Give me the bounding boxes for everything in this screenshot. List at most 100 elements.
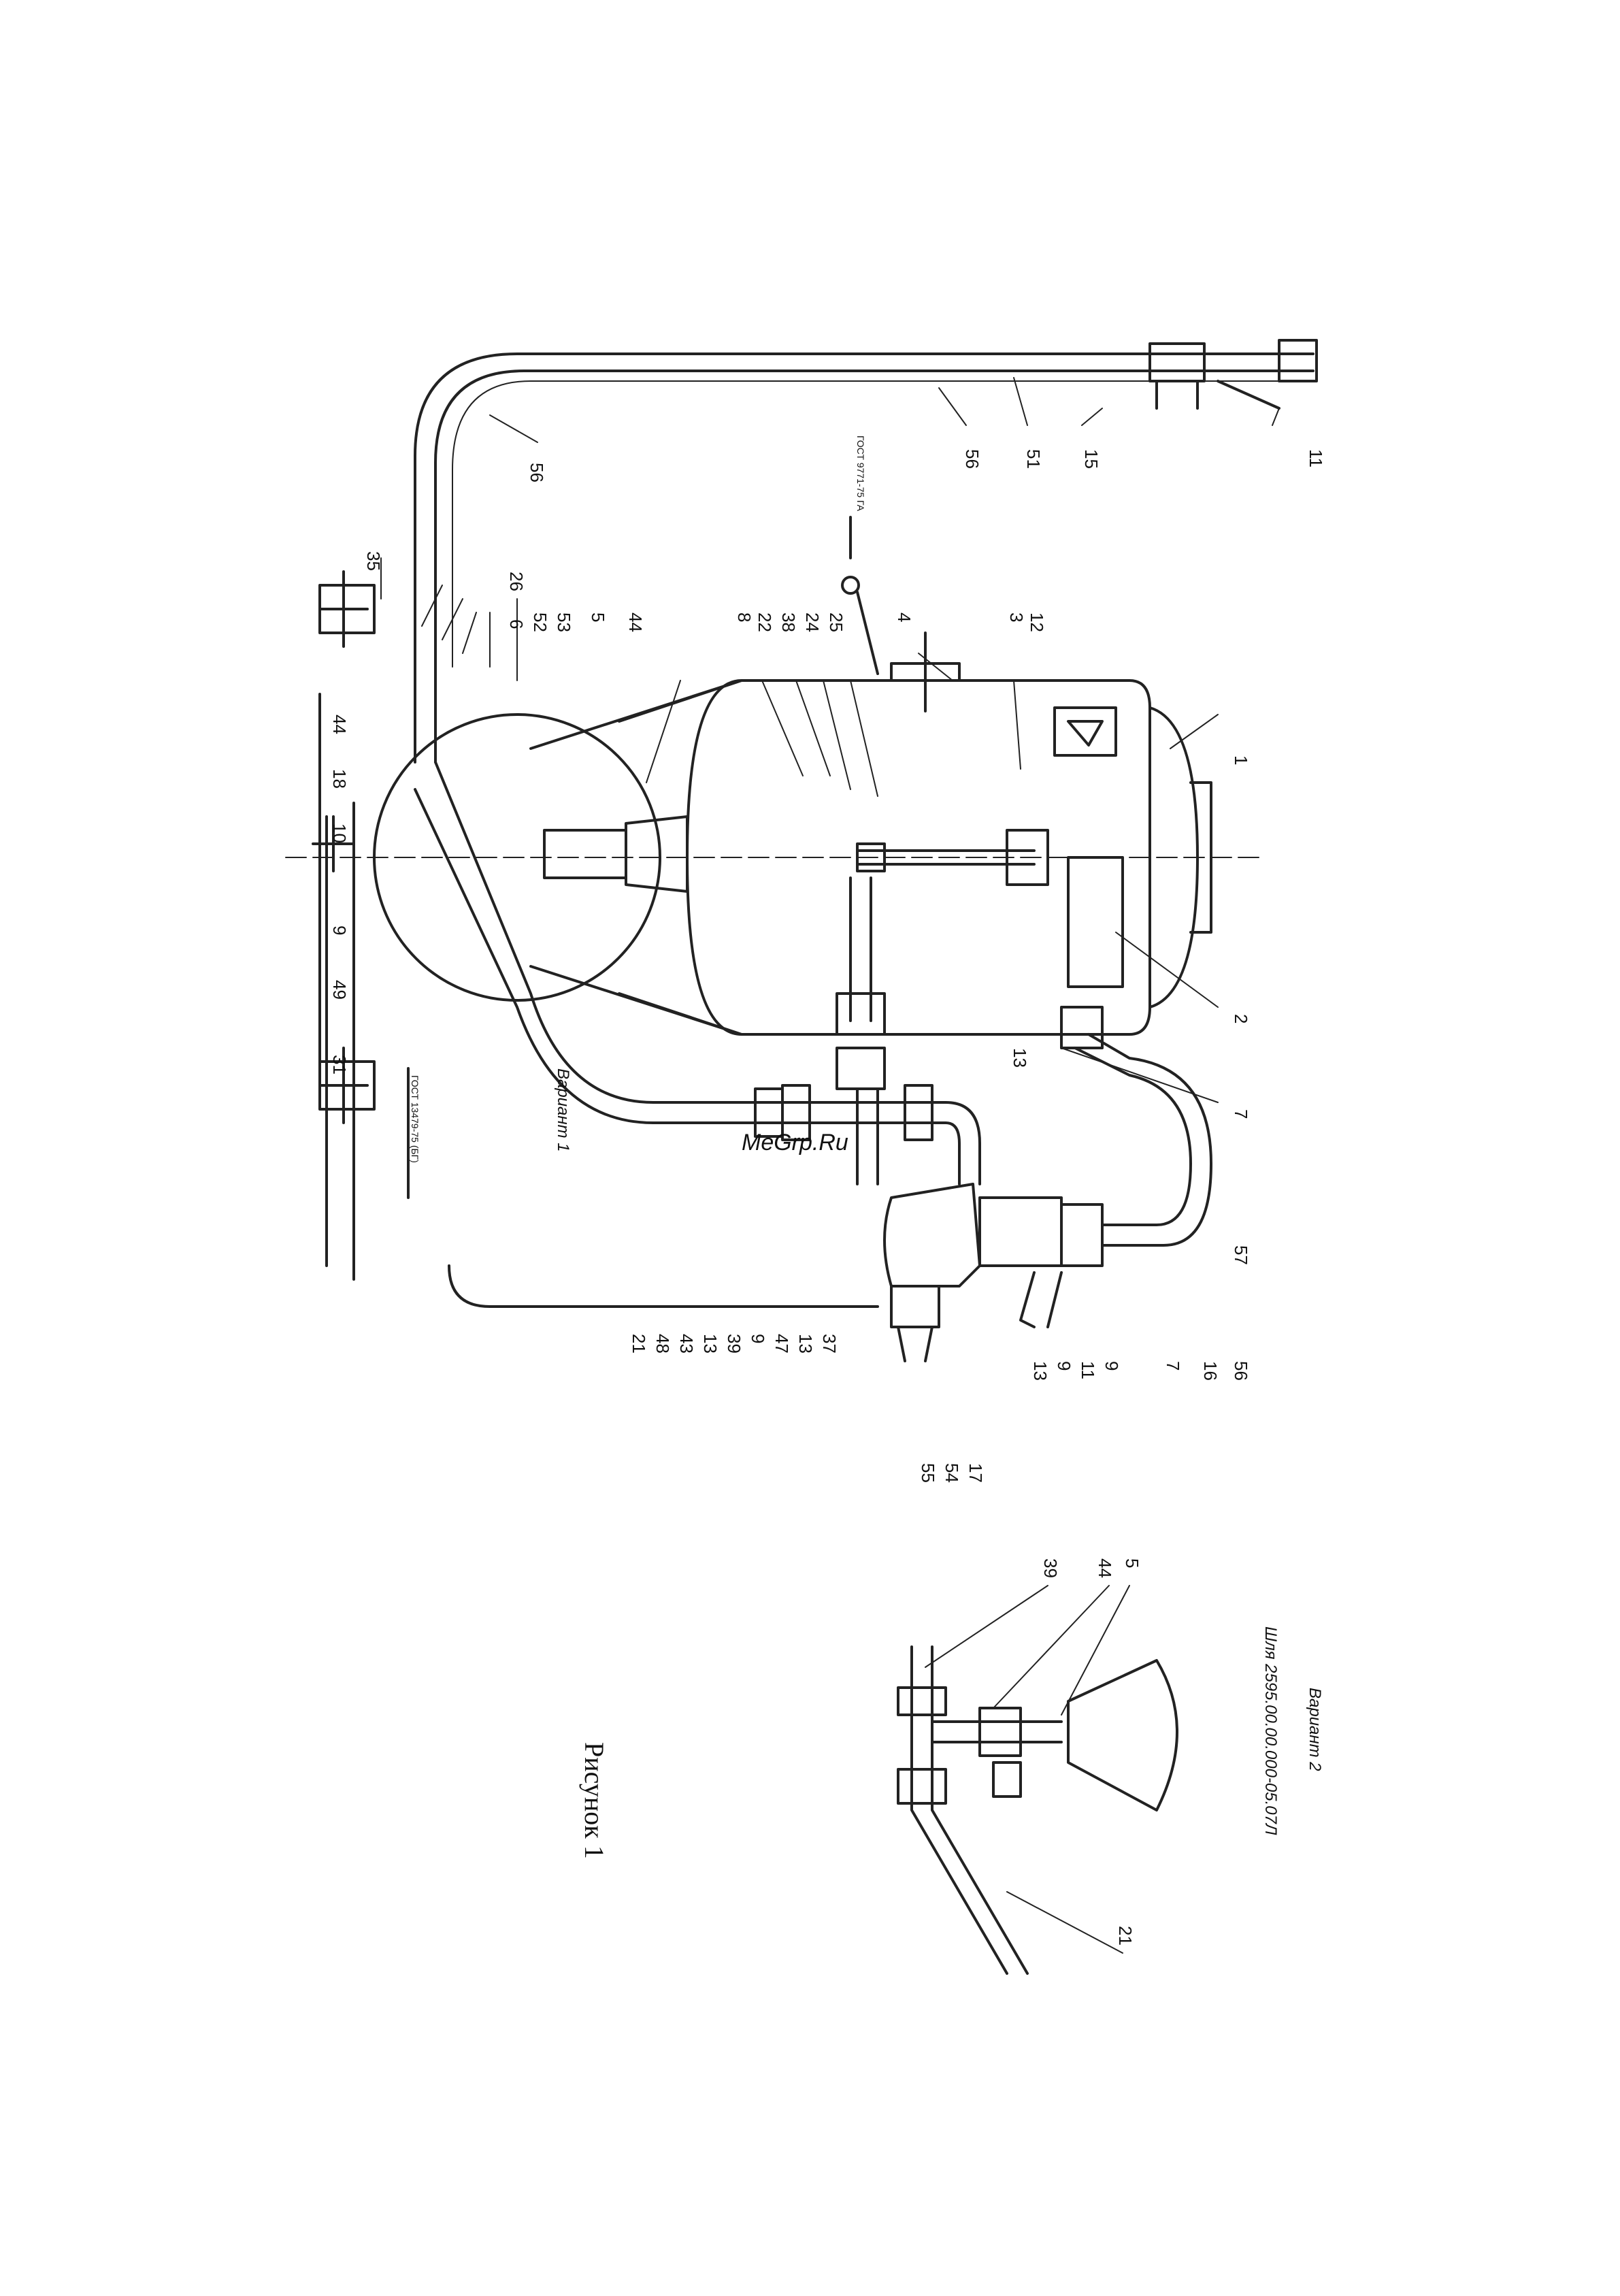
- label-4: 4: [894, 612, 914, 622]
- return-hose-fitting: [1061, 1007, 1102, 1048]
- label-35: 35: [363, 551, 384, 571]
- inset-label-44: 44: [1095, 1558, 1115, 1578]
- mast-frame: [327, 803, 354, 1279]
- delivery-pipe: [415, 354, 1313, 762]
- label-56: 56: [527, 463, 547, 482]
- inset-valve: [980, 1708, 1021, 1756]
- label-48: 48: [652, 1334, 673, 1354]
- tank-emblem: [1055, 708, 1116, 755]
- label-13: 13: [1010, 1048, 1030, 1068]
- label-1: 1: [1231, 755, 1251, 765]
- pump-body: [885, 1184, 980, 1286]
- label-9: 9: [1054, 1361, 1074, 1371]
- pump-outlet: [1021, 1273, 1061, 1327]
- pressure-gauge-line: [857, 592, 878, 674]
- label-12: 12: [1027, 612, 1047, 632]
- inset-tee: [932, 1722, 1061, 1742]
- label-49: 49: [329, 980, 350, 1000]
- label-7: 7: [1163, 1361, 1183, 1371]
- pump-spout: [898, 1327, 932, 1361]
- nozzle-bracket: [1157, 381, 1279, 408]
- label-9: 9: [748, 1334, 768, 1343]
- agitator-inner-box: [1068, 857, 1123, 987]
- label-2: 2: [1231, 1014, 1251, 1023]
- tank-side-note: ГОСТ 9771-75 ГА: [855, 436, 866, 512]
- label-9: 9: [329, 925, 350, 935]
- pump-motor-end: [1061, 1204, 1102, 1266]
- label-47: 47: [772, 1334, 792, 1354]
- pipe-union-3: [905, 1085, 932, 1140]
- inset-pipe: [912, 1647, 1027, 1973]
- label-17: 17: [965, 1463, 986, 1483]
- label-55: 55: [918, 1463, 938, 1483]
- label-24: 24: [802, 612, 823, 632]
- label-39: 39: [724, 1334, 744, 1354]
- label-22: 22: [755, 612, 775, 632]
- label-18: 18: [329, 769, 350, 789]
- label-3: 3: [1006, 612, 1027, 622]
- label-11: 11: [1306, 449, 1326, 468]
- watermark: MeGrp.Ru: [742, 1130, 848, 1155]
- doc-code: Шля 2595.00.00.000-05.07Л: [1261, 1626, 1280, 1835]
- label-52: 52: [530, 612, 550, 632]
- label-51: 51: [1023, 449, 1044, 469]
- label-8: 8: [734, 612, 755, 622]
- label-44: 44: [329, 715, 350, 734]
- figure-caption: Рисунок 1: [579, 1742, 610, 1859]
- label-16: 16: [1200, 1361, 1221, 1381]
- discharge-pipe: [850, 878, 871, 1021]
- inset-label-39: 39: [1040, 1558, 1061, 1578]
- label-38: 38: [778, 612, 799, 632]
- inset-cone: [1068, 1660, 1177, 1810]
- inset-leaders: [925, 1586, 1129, 1953]
- discharge-coupling-1: [837, 994, 885, 1034]
- manhole: [891, 633, 959, 711]
- mast-note: ГОСТ 13479-75 (БГ): [410, 1075, 420, 1163]
- label-10: 10: [329, 823, 350, 843]
- inset-coupling-2: [898, 1769, 946, 1803]
- label-13: 13: [700, 1334, 721, 1354]
- variant-1-note: Вариант 1: [554, 1068, 572, 1152]
- label-6: 6: [506, 619, 527, 629]
- variant-2-note: Вариант 2: [1306, 1688, 1324, 1771]
- inset-coupling-1: [898, 1688, 946, 1715]
- label-43: 43: [676, 1334, 697, 1354]
- label-31: 31: [329, 1055, 350, 1075]
- discharge-coupling-2: [837, 1048, 885, 1089]
- label-25: 25: [826, 612, 846, 632]
- label-26: 26: [506, 572, 527, 591]
- label-57: 57: [1231, 1245, 1251, 1265]
- mast-handle-top: [320, 572, 367, 646]
- label-5: 5: [588, 612, 608, 622]
- pump-inlet: [891, 1286, 939, 1327]
- pump-motor: [980, 1198, 1061, 1266]
- leader-lines: [381, 378, 1279, 1102]
- inset-label-5: 5: [1122, 1558, 1142, 1568]
- nozzle: [1279, 340, 1317, 381]
- inset-label-21: 21: [1115, 1926, 1136, 1946]
- hopper-neck: [544, 830, 626, 878]
- label-21: 21: [629, 1334, 649, 1354]
- label-13: 13: [795, 1334, 816, 1354]
- base-frame: [449, 1266, 878, 1307]
- notes: Вариант 1 ГОСТ 13479-75 (БГ) ГОСТ 9771-7…: [410, 436, 1324, 1859]
- pressure-gauge: [842, 577, 859, 593]
- variant-2-inset: [898, 1586, 1177, 1973]
- main-assembly: [286, 340, 1317, 1361]
- label-53: 53: [554, 612, 574, 632]
- label-15: 15: [1081, 449, 1102, 469]
- label-13: 13: [1030, 1361, 1051, 1381]
- label-7: 7: [1231, 1109, 1251, 1119]
- label-44: 44: [625, 612, 646, 632]
- label-9: 9: [1102, 1361, 1122, 1371]
- inset-valve-wheel: [993, 1762, 1021, 1797]
- label-56: 56: [962, 449, 982, 469]
- label-37: 37: [819, 1334, 840, 1354]
- label-11: 11: [1078, 1361, 1098, 1379]
- label-54: 54: [942, 1463, 962, 1483]
- label-56: 56: [1231, 1361, 1251, 1381]
- nozzle-clamp: [1150, 344, 1204, 381]
- return-hose: [1075, 1034, 1211, 1245]
